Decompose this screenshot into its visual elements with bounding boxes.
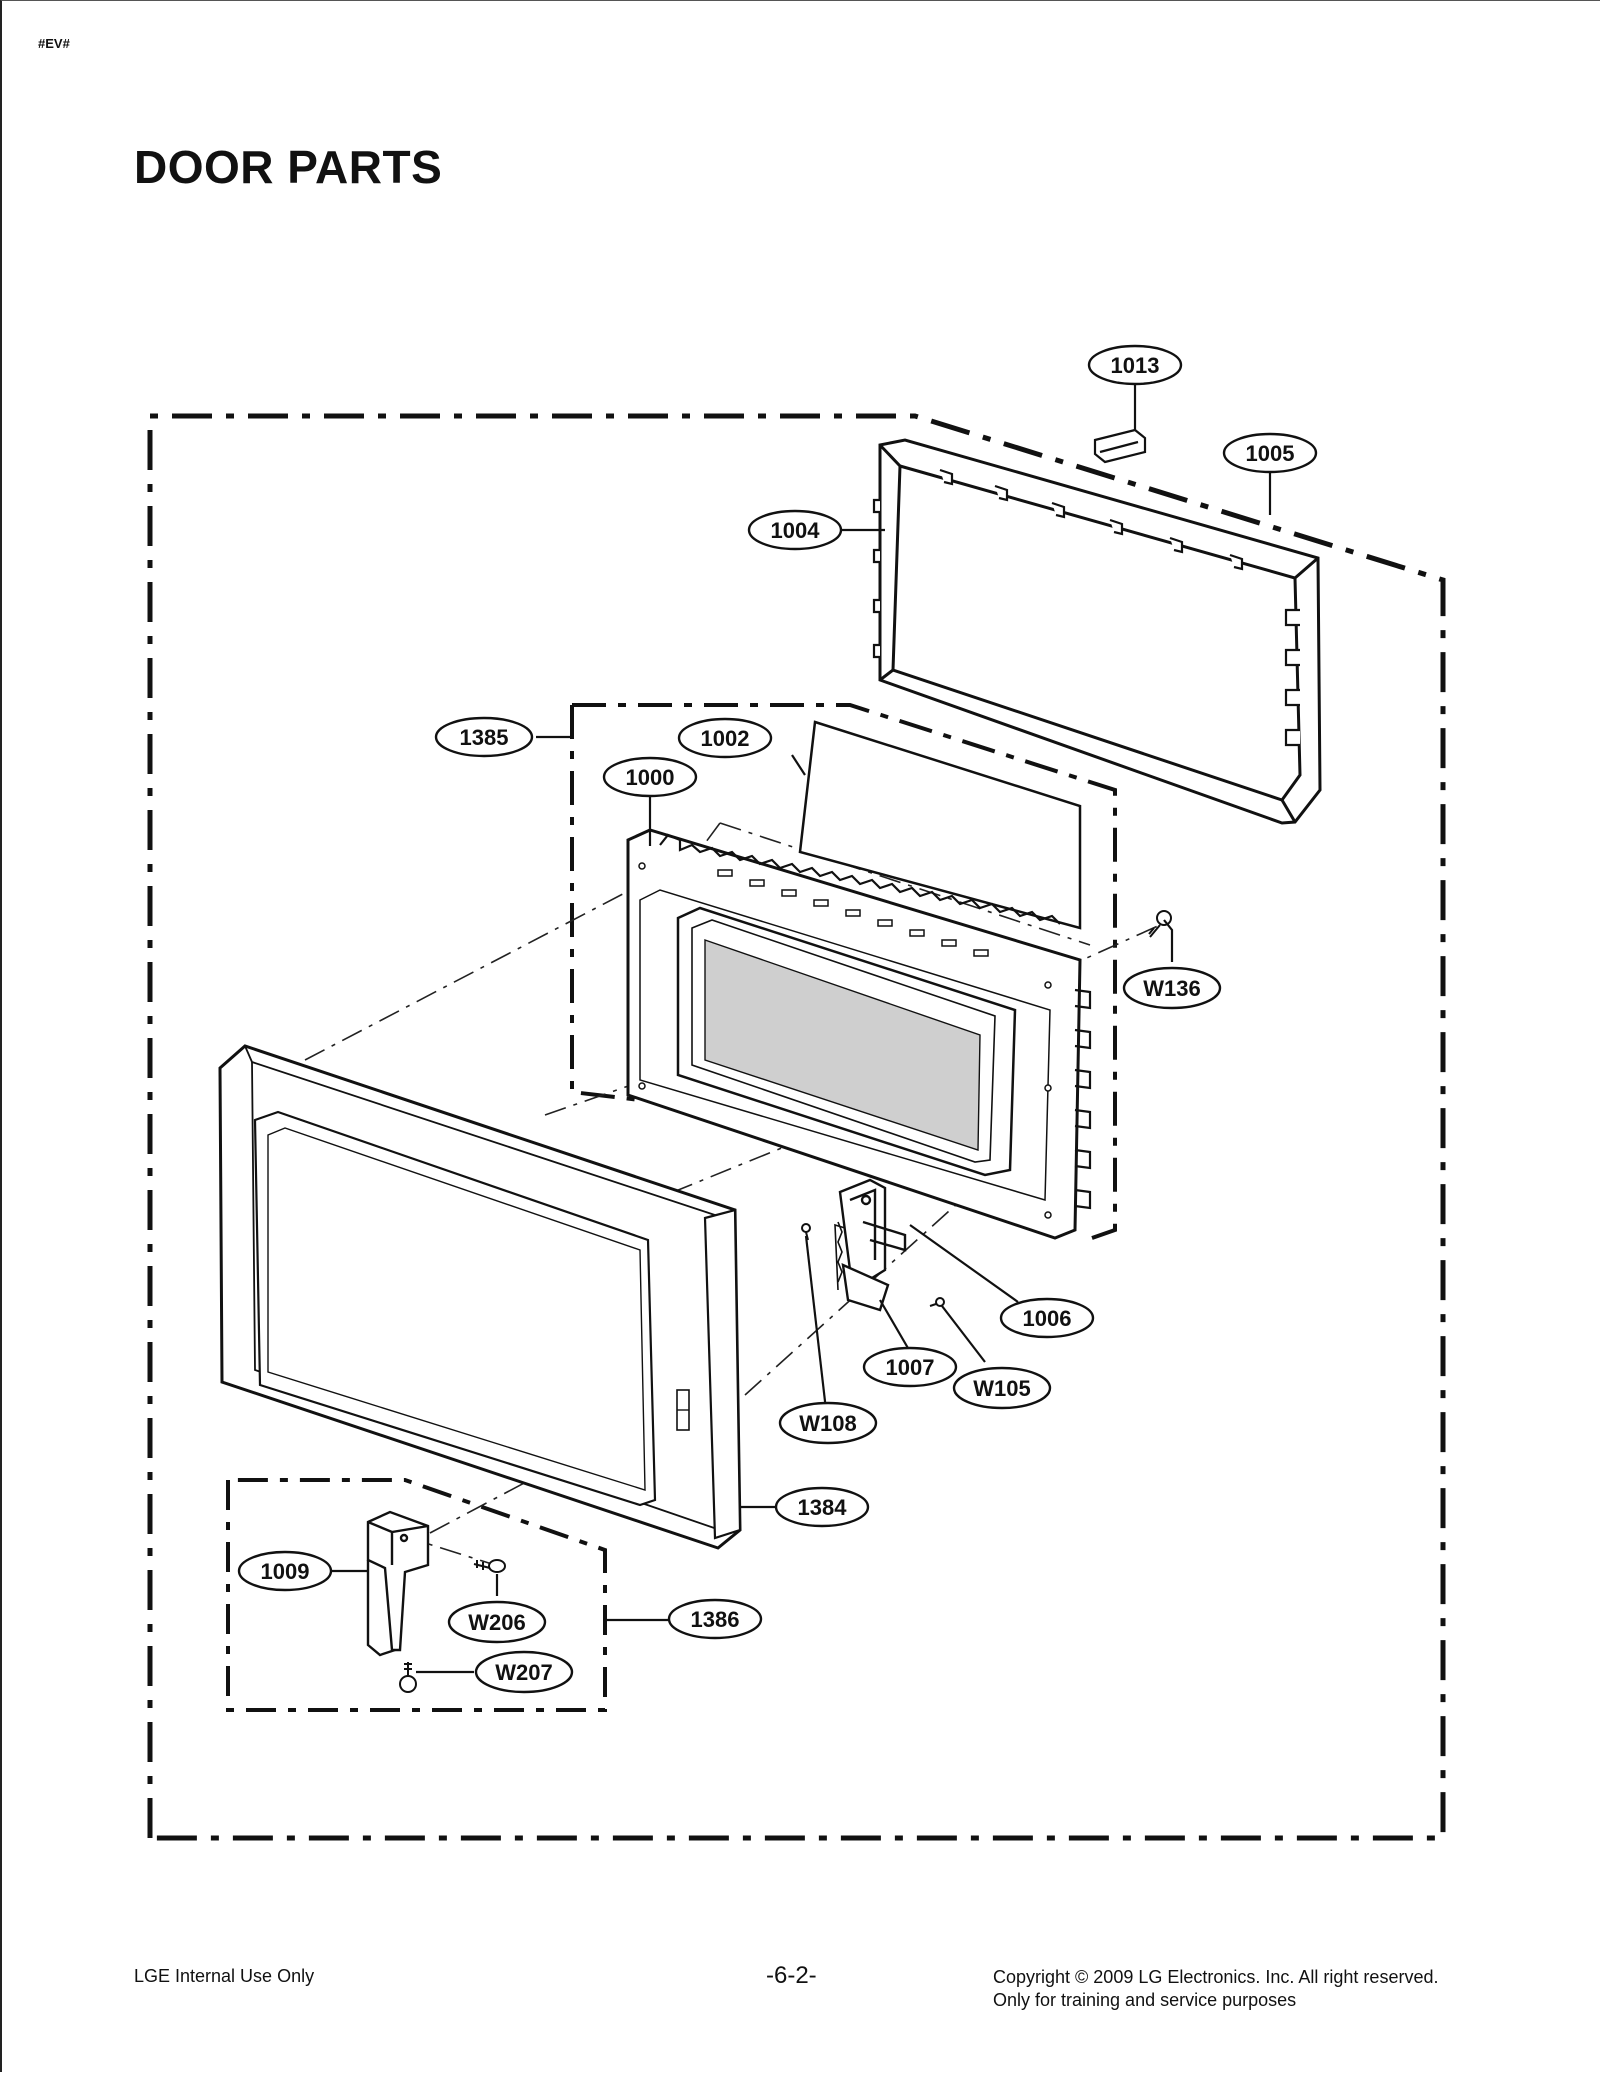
frame-top-tabs — [939, 468, 1244, 571]
group-1386-boundary — [226, 1478, 607, 1712]
svg-text:1385: 1385 — [460, 725, 509, 750]
svg-text:W206: W206 — [468, 1610, 525, 1635]
callout-w206: W206 — [447, 1600, 547, 1644]
callout-w108: W108 — [778, 1401, 878, 1445]
svg-text:W108: W108 — [799, 1411, 856, 1436]
screw-w207 — [399, 1662, 417, 1693]
screw-w206 — [473, 1559, 506, 1573]
callout-1385: 1385 — [434, 716, 534, 758]
footer-internal-use: LGE Internal Use Only — [134, 1966, 315, 1986]
door-inner-top-teeth — [659, 833, 1061, 925]
sheet-part-1002 — [798, 720, 1082, 930]
lever-part-1009 — [366, 1510, 430, 1657]
callout-1007: 1007 — [862, 1346, 958, 1388]
door-inner-part-1000 — [626, 828, 1092, 1240]
callout-1009: 1009 — [237, 1550, 333, 1592]
svg-text:1000: 1000 — [626, 765, 675, 790]
door-inner-right-teeth — [1074, 988, 1092, 1210]
callout-1006: 1006 — [999, 1297, 1095, 1339]
svg-text:1002: 1002 — [701, 726, 750, 751]
callout-w105: W105 — [952, 1366, 1052, 1410]
screw-w105 — [929, 1297, 945, 1307]
svg-text:W207: W207 — [495, 1660, 552, 1685]
page-title: DOOR PARTS — [134, 141, 443, 193]
callout-1000: 1000 — [602, 756, 698, 798]
frame-right-tabs — [1284, 608, 1300, 747]
page-number: -6-2- — [766, 1962, 817, 1989]
svg-text:1384: 1384 — [798, 1495, 848, 1520]
frame-left-tabs — [872, 498, 880, 659]
outer-group-boundary — [147, 413, 1446, 1841]
screw-w136 — [1148, 910, 1172, 938]
svg-text:1386: 1386 — [691, 1607, 740, 1632]
group-1385-boundary — [570, 703, 1117, 1240]
callout-1384: 1384 — [774, 1486, 870, 1528]
page-tag: #EV# — [38, 36, 70, 51]
leader-lines — [322, 383, 1272, 1674]
svg-text:1013: 1013 — [1111, 353, 1160, 378]
callout-1005: 1005 — [1222, 432, 1318, 474]
choke-frame-part — [872, 438, 1322, 825]
footer-copyright: Copyright © 2009 LG Electronics. Inc. Al… — [993, 1966, 1438, 2012]
callout-w136: W136 — [1122, 966, 1222, 1010]
svg-text:W136: W136 — [1143, 976, 1200, 1001]
callout-1004: 1004 — [747, 509, 843, 551]
svg-text:1004: 1004 — [771, 518, 821, 543]
door-outer-part-1384 — [218, 1044, 742, 1550]
door-inner-top-slots — [717, 869, 989, 957]
svg-text:1006: 1006 — [1023, 1306, 1072, 1331]
door-inner-screw-holes — [638, 862, 1052, 1219]
callout-1002: 1002 — [677, 717, 773, 759]
svg-text:1007: 1007 — [886, 1355, 935, 1380]
callout-1386: 1386 — [667, 1598, 763, 1640]
svg-text:W105: W105 — [973, 1376, 1030, 1401]
clip-part-1013 — [1093, 428, 1147, 464]
svg-text:1009: 1009 — [261, 1559, 310, 1584]
copyright-line: Copyright © 2009 LG Electronics. Inc. Al… — [993, 1967, 1439, 1987]
callout-1013: 1013 — [1087, 344, 1183, 386]
latch-assembly — [834, 1178, 907, 1312]
svg-text:1005: 1005 — [1246, 441, 1295, 466]
callout-w207: W207 — [474, 1650, 574, 1694]
training-note: Only for training and service purposes — [993, 1990, 1297, 2010]
